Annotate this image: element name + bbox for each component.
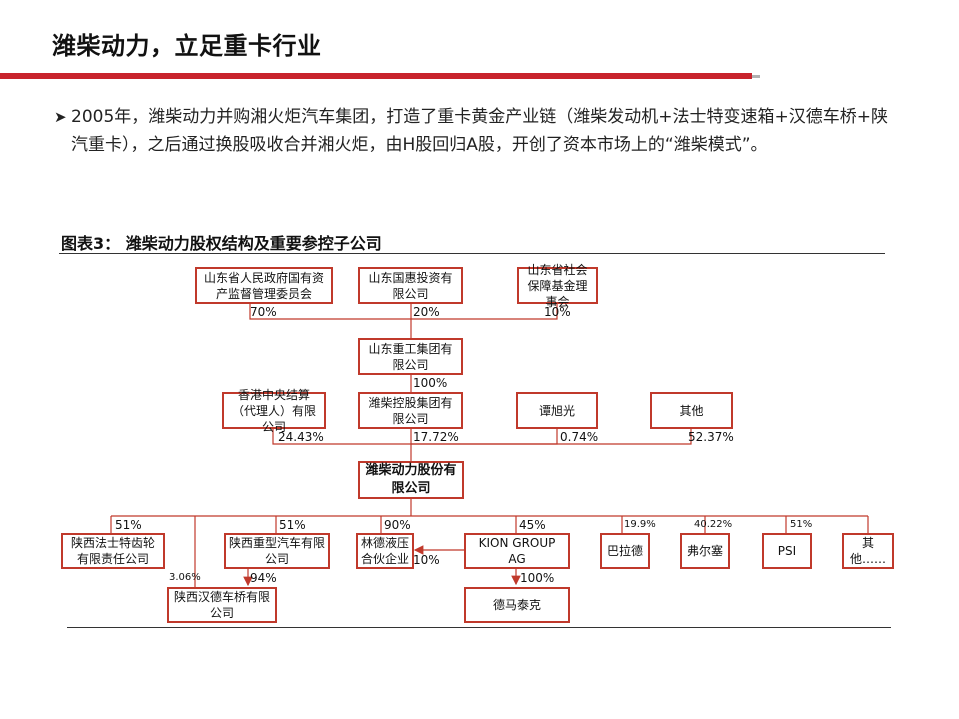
- box-sasac: 山东省人民政府国有资产监督管理委员会: [195, 267, 333, 304]
- box-guohui: 山东国惠投资有限公司: [358, 267, 463, 304]
- box-kion: KION GROUP AG: [464, 533, 570, 569]
- box-shaanxi-heavy: 陕西重型汽车有限公司: [224, 533, 330, 569]
- pct-shaanxi-heavy: 51%: [279, 518, 306, 532]
- pct-weichai-holding: 17.72%: [413, 430, 459, 444]
- pct-psi: 51%: [790, 519, 813, 530]
- pct-ferretti: 40.22%: [694, 519, 733, 530]
- box-weichai-holding: 潍柴控股集团有限公司: [358, 392, 463, 429]
- box-weichai-power: 潍柴动力股份有限公司: [358, 461, 464, 499]
- figure-caption: 图表3： 潍柴动力股权结构及重要参控子公司: [61, 234, 382, 253]
- box-ferretti: 弗尔塞: [680, 533, 730, 569]
- pct-sasac: 70%: [250, 305, 277, 319]
- pct-zhonggong: 100%: [413, 376, 448, 390]
- box-others-top: 其他: [650, 392, 733, 429]
- title-accent-bar: [0, 73, 752, 79]
- box-hkscc: 香港中央结算（代理人）有限公司: [222, 388, 326, 434]
- pct-linde-kion: 10%: [413, 553, 440, 567]
- box-linde: 林德液压合伙企业: [356, 533, 414, 569]
- pct-ballard: 19.9%: [624, 519, 656, 530]
- pct-others-top: 52.37%: [688, 430, 734, 444]
- box-ballard: 巴拉德: [600, 533, 650, 569]
- bullet-paragraph: ➤ 2005年，潍柴动力并购湘火炬汽车集团，打造了重卡黄金产业链（潍柴发动机+法…: [54, 103, 894, 159]
- bullet-arrow-icon: ➤: [54, 108, 67, 126]
- pct-hkscc: 24.43%: [278, 430, 324, 444]
- pct-hande-via-heavy: 94%: [250, 571, 277, 585]
- box-dematic: 德马泰克: [464, 587, 570, 623]
- box-tanxuguang: 谭旭光: [516, 392, 598, 429]
- pct-linde: 90%: [384, 518, 411, 532]
- box-zhonggong: 山东重工集团有限公司: [358, 338, 463, 375]
- pct-tanxuguang: 0.74%: [560, 430, 599, 444]
- box-fast: 陕西法士特齿轮有限责任公司: [61, 533, 165, 569]
- pct-dematic: 100%: [520, 571, 555, 585]
- figure-top-rule: [59, 253, 885, 254]
- title-bar-tail: [752, 75, 760, 78]
- box-others-bottom: 其他……: [842, 533, 894, 569]
- pct-guohui: 20%: [413, 305, 440, 319]
- box-hande: 陕西汉德车桥有限公司: [167, 587, 277, 623]
- pct-fast: 51%: [115, 518, 142, 532]
- pct-hande-direct: 3.06%: [169, 572, 201, 583]
- pct-shebao: 10%: [544, 305, 571, 319]
- box-shebao: 山东省社会保障基金理事会: [517, 263, 598, 309]
- figure-bottom-rule: [67, 627, 891, 628]
- box-psi: PSI: [762, 533, 812, 569]
- slide-title: 潍柴动力，立足重卡行业: [52, 32, 322, 60]
- bullet-text: 2005年，潍柴动力并购湘火炬汽车集团，打造了重卡黄金产业链（潍柴发动机+法士特…: [71, 107, 888, 155]
- pct-kion: 45%: [519, 518, 546, 532]
